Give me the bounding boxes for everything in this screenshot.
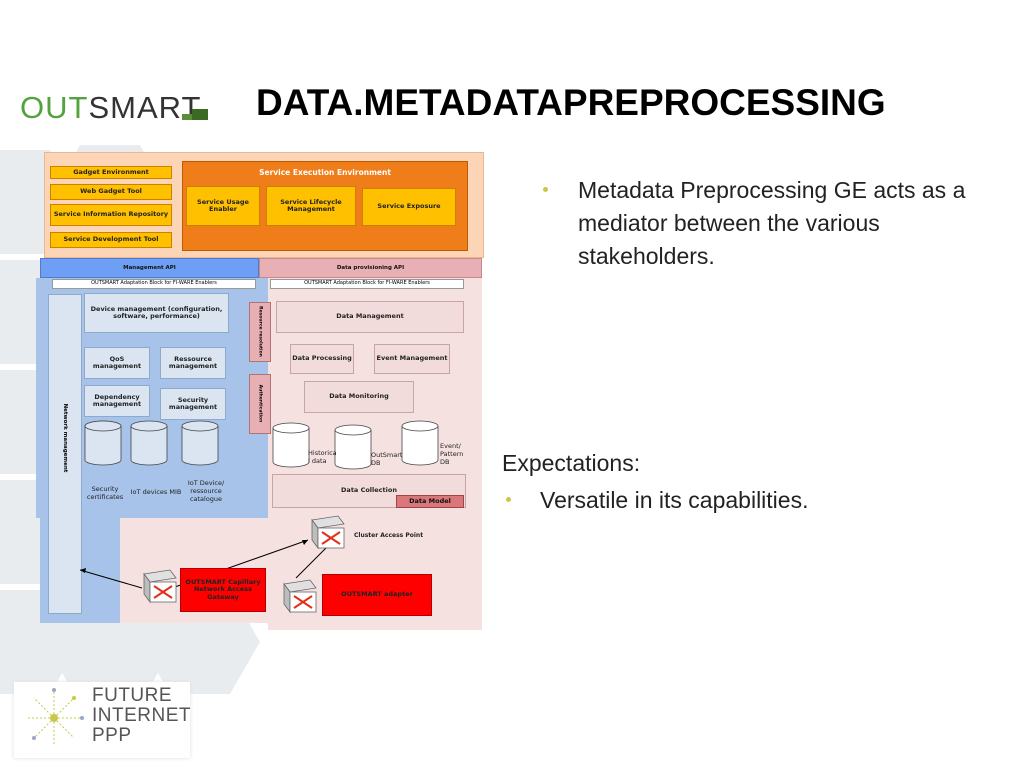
resource-resolution-tag: Resource resolution [249,302,271,362]
data-processing-box: Data Processing [290,344,354,374]
starburst-icon [26,688,84,746]
data-management-box: Data Management [276,301,464,333]
web-gadget-tool-box: Web Gadget Tool [50,184,172,200]
cluster-router-icon [311,515,345,550]
device-management-box: Device management (configuration, softwa… [84,293,229,333]
future-internet-logo [14,682,190,758]
architecture-diagram: Gadget Environment Web Gadget Tool Servi… [36,148,484,630]
bullet-dot [506,497,511,502]
network-management-column: Network management [48,294,82,614]
adaptation-block-left: OUTSMART Adaptation Block for FI-WARE En… [52,279,256,289]
capillary-gateway-box: OUTSMART Capillary Network Access Gatewa… [180,568,266,612]
logo-part-smart: SMART [88,90,202,125]
event-pattern-db-label: Event/ Pattern DB [440,442,464,466]
iot-device-catalogue-db-icon [181,420,219,466]
service-usage-enabler-box: Service Usage Enabler [186,186,260,226]
adaptation-block-right: OUTSMART Adaptation Block for FI-WARE En… [270,279,464,289]
event-management-box: Event Management [374,344,450,374]
service-information-repository-box: Service Information Repository [50,204,172,226]
dependency-management-box: Dependency management [84,385,150,417]
historical-data-db-icon [272,422,310,468]
data-monitoring-box: Data Monitoring [304,381,414,413]
authentication-tag: Authentication [249,374,271,434]
outsmart-db-icon [334,424,372,470]
slide-title: DATA.METADATAPREPROCESSING [256,82,886,123]
outsmart-adapter-box: OUTSMART adapter [322,574,432,616]
iot-devices-mib-db-icon [130,420,168,466]
data-collection-box: Data Collection [272,474,466,508]
logo-mark [192,109,208,120]
cluster-access-point-label: Cluster Access Point [354,532,424,539]
iot-devices-mib-label: IoT devices MIB [130,488,182,496]
service-lifecycle-management-box: Service Lifecycle Management [266,186,356,226]
adapter-router-icon [283,579,317,614]
outsmart-db-label: OutSmart DB [371,451,403,467]
iot-device-catalogue-label: IoT Device/ ressource catalogue [187,479,225,503]
gateway-router-icon [143,569,177,604]
service-development-tool-box: Service Development Tool [50,232,172,248]
service-execution-environment-label: Service Execution Environment [259,168,391,177]
management-api-bar: Management API [40,258,259,278]
ressource-management-box: Ressource management [160,347,226,379]
bullet-text-versatile: Versatile in its capabilities. [540,487,809,513]
security-certificates-db-icon [84,420,122,466]
security-certificates-label: Security certificates [86,485,124,501]
security-management-box: Security management [160,388,226,420]
historical-data-label: Historica l data [308,449,337,465]
data-provisioning-api-bar: Data provisioning API [259,258,482,278]
gadget-environment-box: Gadget Environment [50,166,172,179]
footer-logo-line1: FUTURE [92,685,173,706]
connector-lines [79,539,327,589]
expectations-label: Expectations: [502,450,641,476]
footer-logo-line3: PPP [92,725,132,746]
data-collection-label: Data Collection [341,486,397,495]
bullet-text-mediator: Metadata Preprocessing GE acts as a medi… [578,177,966,269]
service-exposure-box: Service Exposure [362,188,456,226]
footer-logo-line2: INTERNET [92,705,191,726]
qos-management-box: QoS management [84,347,150,379]
logo-part-out: OUT [20,90,89,125]
data-model-box: Data Model [396,495,464,508]
event-pattern-db-icon [401,420,439,466]
future-internet-text: FUTURE INTERNET PPP [92,686,191,746]
outsmart-logo: OUTSMART [20,90,201,126]
bullet-dot [543,187,548,192]
